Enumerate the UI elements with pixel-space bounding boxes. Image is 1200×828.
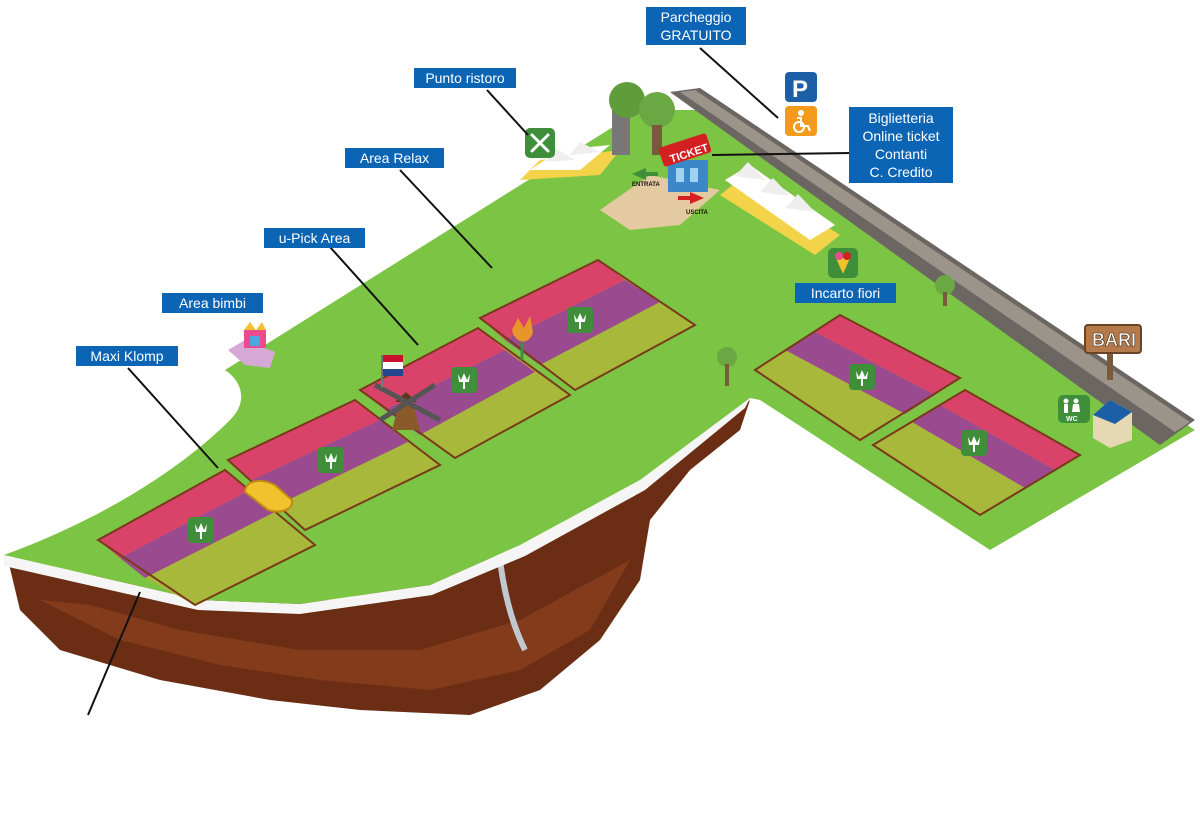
label-biglietteria[interactable]: Biglietteria Online ticket Contanti C. C… — [849, 107, 953, 183]
tulip-icon[interactable] — [451, 367, 477, 393]
tulip-icon[interactable] — [567, 307, 593, 333]
ticket-booth-icon[interactable]: TICKET — [658, 133, 712, 192]
bari-signpost: BARI — [1084, 324, 1142, 380]
tulip-icon[interactable] — [961, 430, 987, 456]
tulip-icon[interactable] — [188, 517, 214, 543]
tree-icon — [717, 347, 737, 386]
wc-label: WC — [1066, 416, 1078, 423]
restroom-building — [1093, 400, 1132, 448]
clog-icon[interactable] — [243, 479, 294, 513]
soil-underside — [8, 400, 750, 715]
label-incarto-fiori[interactable]: Incarto fiori — [795, 283, 896, 303]
label-parcheggio-line1: Parcheggio — [660, 9, 732, 25]
label-area-bimbi[interactable]: Area bimbi — [162, 293, 263, 313]
tulip-sculpture-icon — [512, 316, 533, 360]
fork-knife-icon[interactable] — [525, 128, 555, 158]
field-rim — [4, 398, 750, 614]
label-parcheggio[interactable]: Parcheggio GRATUITO — [646, 7, 746, 45]
uscita-label: USCITA — [686, 210, 709, 216]
exit-arrow: USCITA — [678, 192, 709, 216]
label-area-relax[interactable]: Area Relax — [345, 148, 444, 168]
dutch-flag-icon — [381, 355, 403, 388]
windmill-icon — [373, 382, 442, 430]
tulip-icon[interactable] — [318, 447, 344, 473]
label-biglietteria-line2: Online ticket — [862, 128, 940, 144]
restroom-icon[interactable]: WC — [1058, 395, 1090, 423]
label-maxi-klomp[interactable]: Maxi Klomp — [76, 346, 178, 366]
label-parcheggio-line2: GRATUITO — [660, 27, 732, 43]
leader-lines — [87, 47, 851, 716]
tree-icon — [609, 82, 675, 155]
entrata-label: ENTRATA — [632, 182, 660, 188]
bari-label: BARI — [1092, 330, 1136, 350]
label-punto-ristoro[interactable]: Punto ristoro — [414, 68, 516, 88]
label-biglietteria-line4: C. Credito — [869, 164, 933, 180]
tulip-icon[interactable] — [849, 364, 875, 390]
label-upick-area[interactable]: u-Pick Area — [264, 228, 365, 248]
parking-icon[interactable]: P — [785, 72, 817, 103]
parking-letter: P — [792, 76, 808, 103]
flower-bouquet-icon[interactable] — [828, 248, 858, 278]
road — [670, 88, 1195, 445]
entrance-arrow: ENTRATA — [632, 168, 660, 188]
tree-icon — [935, 275, 955, 306]
label-biglietteria-line1: Biglietteria — [868, 110, 934, 126]
bouncy-castle-icon[interactable] — [228, 322, 275, 368]
tents-incarto — [720, 162, 840, 255]
label-biglietteria-line3: Contanti — [874, 146, 928, 162]
wheelchair-icon[interactable] — [785, 106, 817, 136]
